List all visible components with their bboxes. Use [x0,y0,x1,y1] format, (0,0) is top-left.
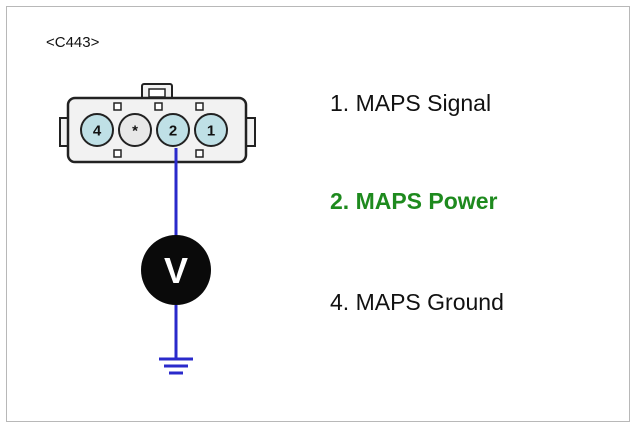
voltmeter: V [141,235,211,305]
connector-notch [154,102,163,111]
connector-pin-1 [194,113,228,147]
connector-pin-label: 4 [93,123,102,140]
connector-notch [113,102,122,111]
voltmeter-body [141,235,211,305]
connector: 4 * 2 1 [59,83,256,164]
voltmeter-symbol: V [164,250,188,291]
connector-notch [195,102,204,111]
connector-latch-slot [148,88,166,98]
connector-notch [113,149,122,158]
connector-pin-label: * [132,123,138,140]
pin-label-maps-power: 2. MAPS Power [330,188,498,214]
connector-pins: 4 * 2 1 [80,113,228,147]
pin-label-maps-signal: 1. MAPS Signal [330,90,492,116]
connector-notch [195,149,204,158]
connector-pin-2 [156,113,190,147]
ground-symbol [159,357,193,375]
connector-pin-4 [80,113,114,147]
pin-label-maps-ground: 4. MAPS Ground [330,289,504,315]
connector-id-label: <C443> [46,34,100,51]
connector-pin-label: 2 [169,123,177,140]
connector-pin-empty [118,113,152,147]
diagram-frame [6,6,630,422]
connector-pin-label: 1 [207,123,215,140]
